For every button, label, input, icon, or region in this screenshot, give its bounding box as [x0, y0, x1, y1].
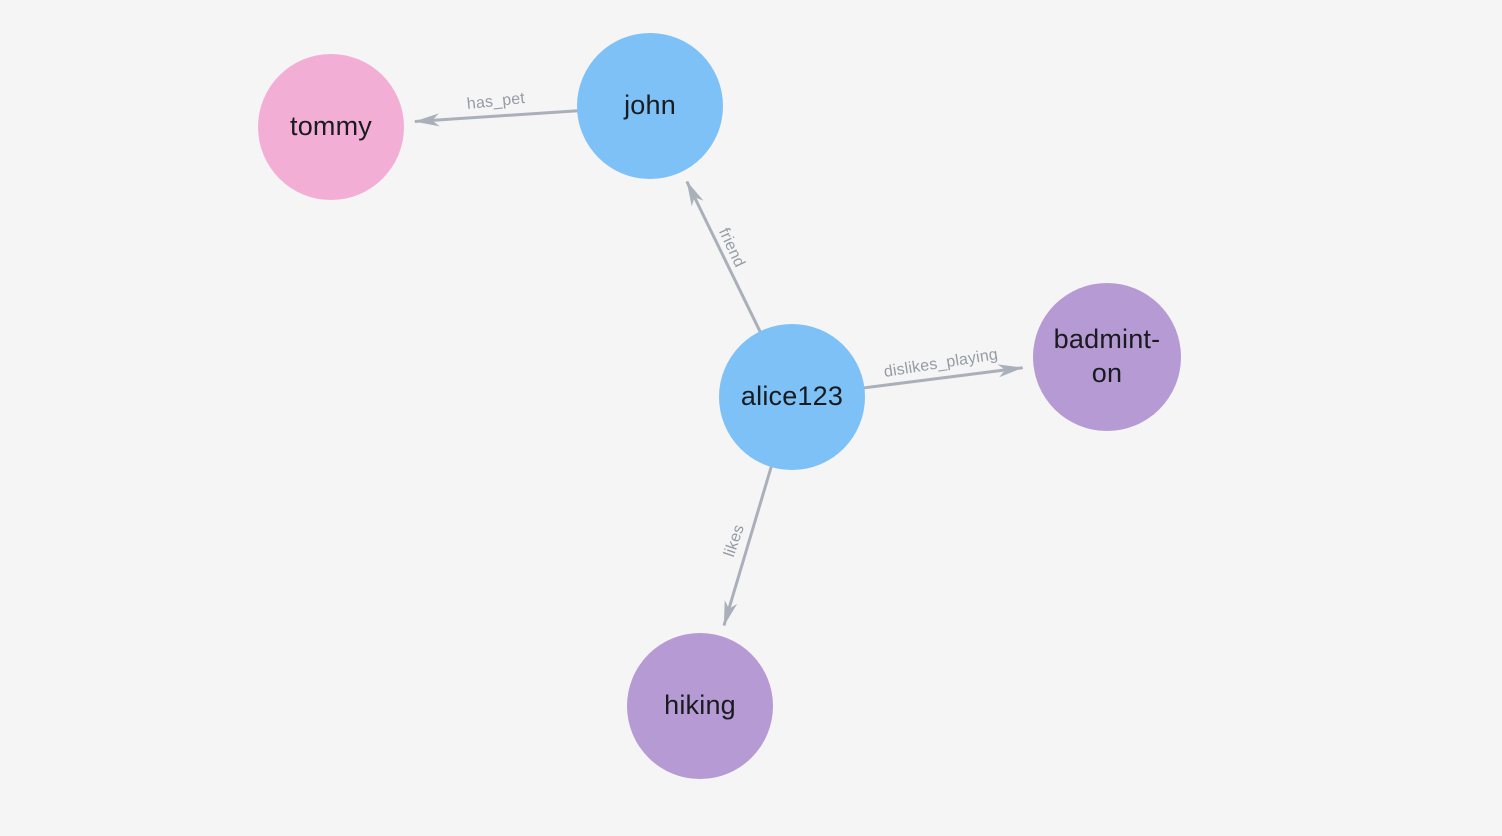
graph-node-hiking[interactable]: hiking	[627, 633, 773, 779]
node-label-tommy: tommy	[290, 111, 372, 142]
graph-node-badminton[interactable]: badmint- on	[1033, 283, 1181, 431]
edge-line-has_pet[interactable]	[414, 109, 579, 127]
edge-line-likes[interactable]	[722, 465, 773, 626]
node-label-hiking: hiking	[664, 690, 736, 721]
node-label-alice123: alice123	[740, 381, 844, 412]
node-label-badminton: badmint- on	[1053, 324, 1161, 388]
graph-node-alice123[interactable]: alice123	[719, 324, 865, 470]
edge-line-dislikes_playing[interactable]	[863, 364, 1024, 390]
graph-node-tommy[interactable]: tommy	[258, 54, 404, 200]
edge-line-friend[interactable]	[685, 180, 762, 333]
graph-node-john[interactable]: john	[577, 33, 723, 179]
node-label-john: john	[624, 90, 676, 121]
